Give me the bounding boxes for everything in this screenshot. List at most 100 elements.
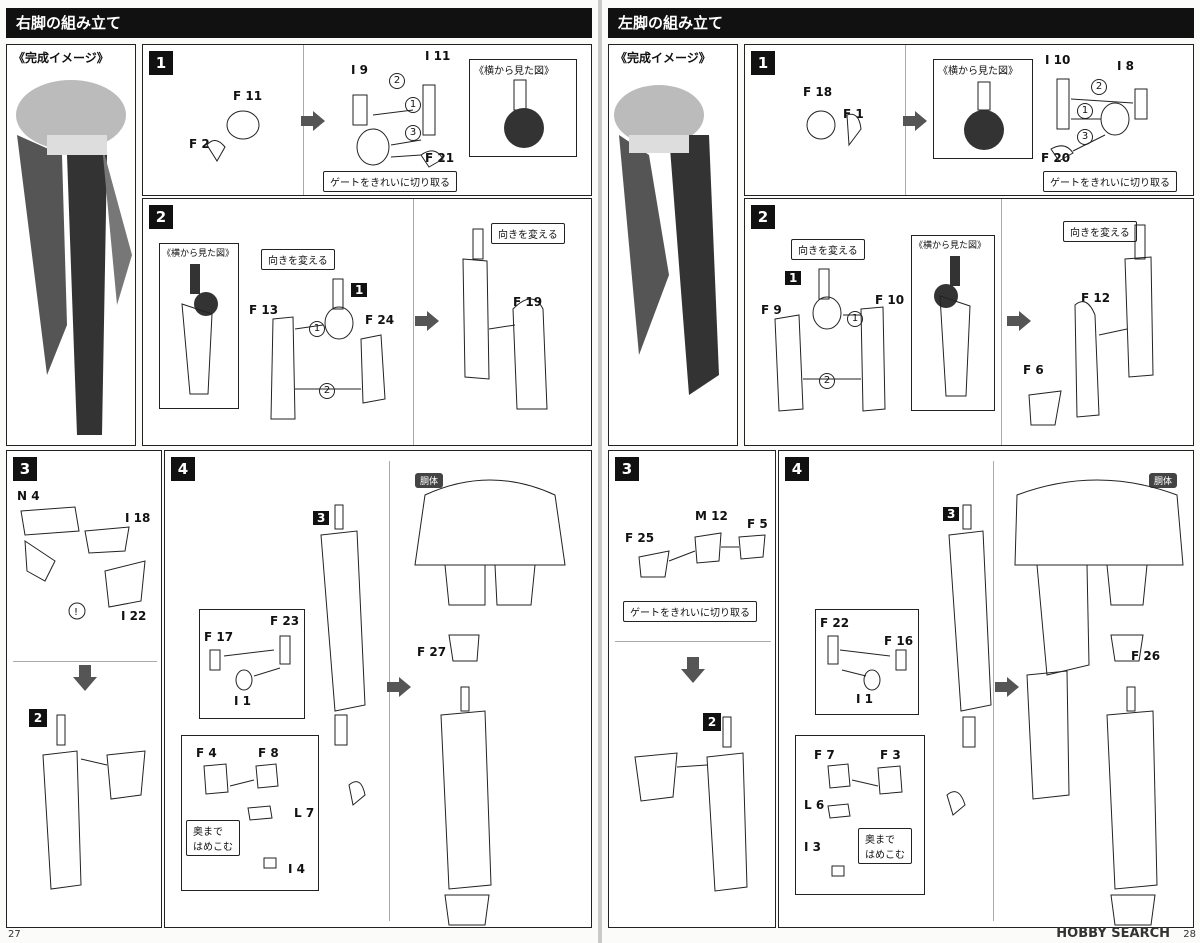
right-step4-sub-box-1: F 22 F 16 I 1: [815, 609, 919, 715]
left-step3-sub-number: 2: [29, 709, 47, 727]
svg-text:!: !: [74, 607, 78, 618]
left-step2-part-f13: F 13: [249, 303, 279, 317]
right-step2-part-f10: F 10: [875, 293, 905, 307]
right-step4-sub1-drawing: [827, 635, 907, 691]
left-page-number: 27: [8, 929, 21, 940]
left-step2-result-drawing: [462, 228, 548, 410]
left-step4-part-l7: L 7: [294, 806, 315, 820]
right-step2-side-view-label: 《横から見た図》: [914, 241, 987, 251]
left-step2-arrow: [415, 311, 439, 331]
right-step4-number: 4: [785, 457, 809, 481]
right-step4-part-f26: F 26: [1131, 649, 1161, 663]
right-step4-divider: [993, 461, 994, 921]
right-step1-panel: 1 F 18 F 1 《横から見た図》 I 10 I 8 F 20: [744, 44, 1194, 196]
left-step3-result-drawing: [42, 714, 146, 890]
right-step2-side-view-drawing: [934, 256, 971, 397]
right-step2-assembly-drawing: [774, 268, 886, 412]
right-image-heading: 《完成イメージ》: [615, 51, 711, 65]
left-step2-side-view: 《横から見た図》: [159, 243, 239, 409]
left-step4-sub2-drawing: [203, 763, 279, 869]
page-gutter: [598, 0, 602, 943]
right-step1-part-f1: F 1: [843, 107, 864, 121]
right-step3-parts-drawing: [638, 532, 766, 578]
right-step4-part-f16: F 16: [884, 634, 914, 648]
left-step4-arrow: [387, 677, 411, 697]
left-step2-ref-1: 1: [351, 283, 368, 297]
right-title: 左脚の組み立て: [608, 8, 1194, 38]
left-step1-part-i11: I 11: [425, 49, 451, 63]
left-step1-side-view-drawing: [504, 79, 544, 148]
right-step2-turn-callout-2: 向きを変える: [1063, 221, 1137, 242]
right-step1-side-view-drawing: [964, 81, 1004, 150]
right-step1-order-1: 1: [1077, 103, 1093, 119]
right-step1-number: 1: [751, 51, 775, 75]
left-step3-part-n4: N 4: [17, 489, 40, 503]
left-step1-arrow: [301, 111, 325, 131]
left-step4-sub-box-2: F 4 F 8 L 7 I 4 奥まで はめこむ: [181, 735, 319, 891]
right-step2-arrow: [1007, 311, 1031, 331]
left-step4-part-f23: F 23: [270, 614, 300, 628]
right-step3-part-f25: F 25: [625, 531, 655, 545]
right-step3-divider: [615, 641, 771, 642]
left-step1-side-view-label: 《横から見た図》: [474, 66, 554, 77]
right-step2-order-1: 1: [847, 311, 863, 327]
right-figure-illustration: [614, 85, 719, 395]
left-step4-number: 4: [171, 457, 195, 481]
right-step2-part-f9: F 9: [761, 303, 782, 317]
left-step1-panel: 1 F 2 F 11 I 9 I 11 F 21 2 1 3 ゲートをきれいに切…: [142, 44, 592, 196]
left-step4-sub1-drawing: [209, 635, 291, 691]
right-step1-part-i10: I 10: [1045, 53, 1071, 67]
right-step4-part-f22: F 22: [820, 616, 850, 630]
right-step1-side-view: 《横から見た図》: [933, 59, 1033, 159]
watermark-logo: HOBBY SEARCH: [1056, 926, 1170, 941]
left-step3-part-i18: I 18: [125, 511, 151, 525]
right-step1-part-f20: F 20: [1041, 151, 1071, 165]
right-step1-assembly-drawing: [1050, 78, 1148, 162]
left-step4-body-tag: 胴体: [415, 473, 444, 488]
right-page-number: 28: [1183, 929, 1196, 940]
left-step4-panel: 4 3 F 17 F 23 I 1 F 4 F 8 L 7 I 4: [164, 450, 592, 928]
left-step3-parts-drawing: !: [20, 506, 146, 620]
right-step4-arrow: [995, 677, 1019, 697]
right-step3-panel: 3 F 25 M 12 F 5 ゲートをきれいに切り取る 2: [608, 450, 776, 928]
right-step2-divider: [1001, 199, 1002, 445]
left-step2-side-view-label: 《横から見た図》: [162, 249, 235, 259]
left-step2-assembly-drawing: [270, 278, 386, 420]
left-step4-ref-3: 3: [313, 511, 330, 525]
right-step1-part-i8: I 8: [1117, 59, 1134, 73]
left-step1-part-f21: F 21: [425, 151, 455, 165]
left-step4-part-f4: F 4: [196, 746, 217, 760]
right-step2-part-f6: F 6: [1023, 363, 1044, 377]
left-step2-divider: [413, 199, 414, 445]
left-step4-part-f17: F 17: [204, 630, 234, 644]
right-step2-ref-1: 1: [785, 271, 802, 285]
right-step4-part-f7: F 7: [814, 748, 835, 762]
left-step4-push-callout: 奥まで はめこむ: [186, 820, 240, 856]
right-step3-part-m12: M 12: [695, 509, 728, 523]
right-page: 左脚の組み立て 《完成イメージ》 1 F 18 F 1 《横から見た図》: [602, 0, 1200, 943]
right-step1-order-3: 3: [1077, 129, 1093, 145]
left-step3-divider: [13, 661, 157, 662]
right-step4-part-l6: L 6: [804, 798, 825, 812]
right-step2-panel: 2 向きを変える 1 F 9 F 10 1 2 《横から見た図》 向きを変える: [744, 198, 1194, 446]
left-completed-image-panel: 《完成イメージ》: [6, 44, 136, 446]
right-step1-parts-drawing: [806, 110, 862, 147]
right-step1-part-f18: F 18: [803, 85, 833, 99]
left-step1-parts-drawing: [206, 110, 260, 162]
right-step1-gate-callout: ゲートをきれいに切り取る: [1043, 171, 1177, 192]
left-step1-order-3: 3: [405, 125, 421, 141]
right-step4-body-drawing: [1014, 479, 1184, 926]
right-step2-order-2: 2: [819, 373, 835, 389]
right-step4-panel: 4 3 F 22 F 16 I 1 F 7 F 3 L 6 I 3: [778, 450, 1194, 928]
left-step2-order-1: 1: [309, 321, 325, 337]
left-step4-sub-box-1: F 17 F 23 I 1: [199, 609, 305, 719]
left-step2-turn-callout: 向きを変える: [261, 249, 335, 270]
left-step2-turn-callout-2: 向きを変える: [491, 223, 565, 244]
left-step1-part-f2: F 2: [189, 137, 210, 151]
right-step3-down-arrow: [681, 657, 705, 683]
right-completed-image-panel: 《完成イメージ》: [608, 44, 738, 446]
left-step3-number: 3: [13, 457, 37, 481]
right-step2-result-drawing: [1028, 224, 1154, 426]
left-step2-part-f19: F 19: [513, 295, 543, 309]
left-step4-leg-drawing: [320, 504, 366, 806]
